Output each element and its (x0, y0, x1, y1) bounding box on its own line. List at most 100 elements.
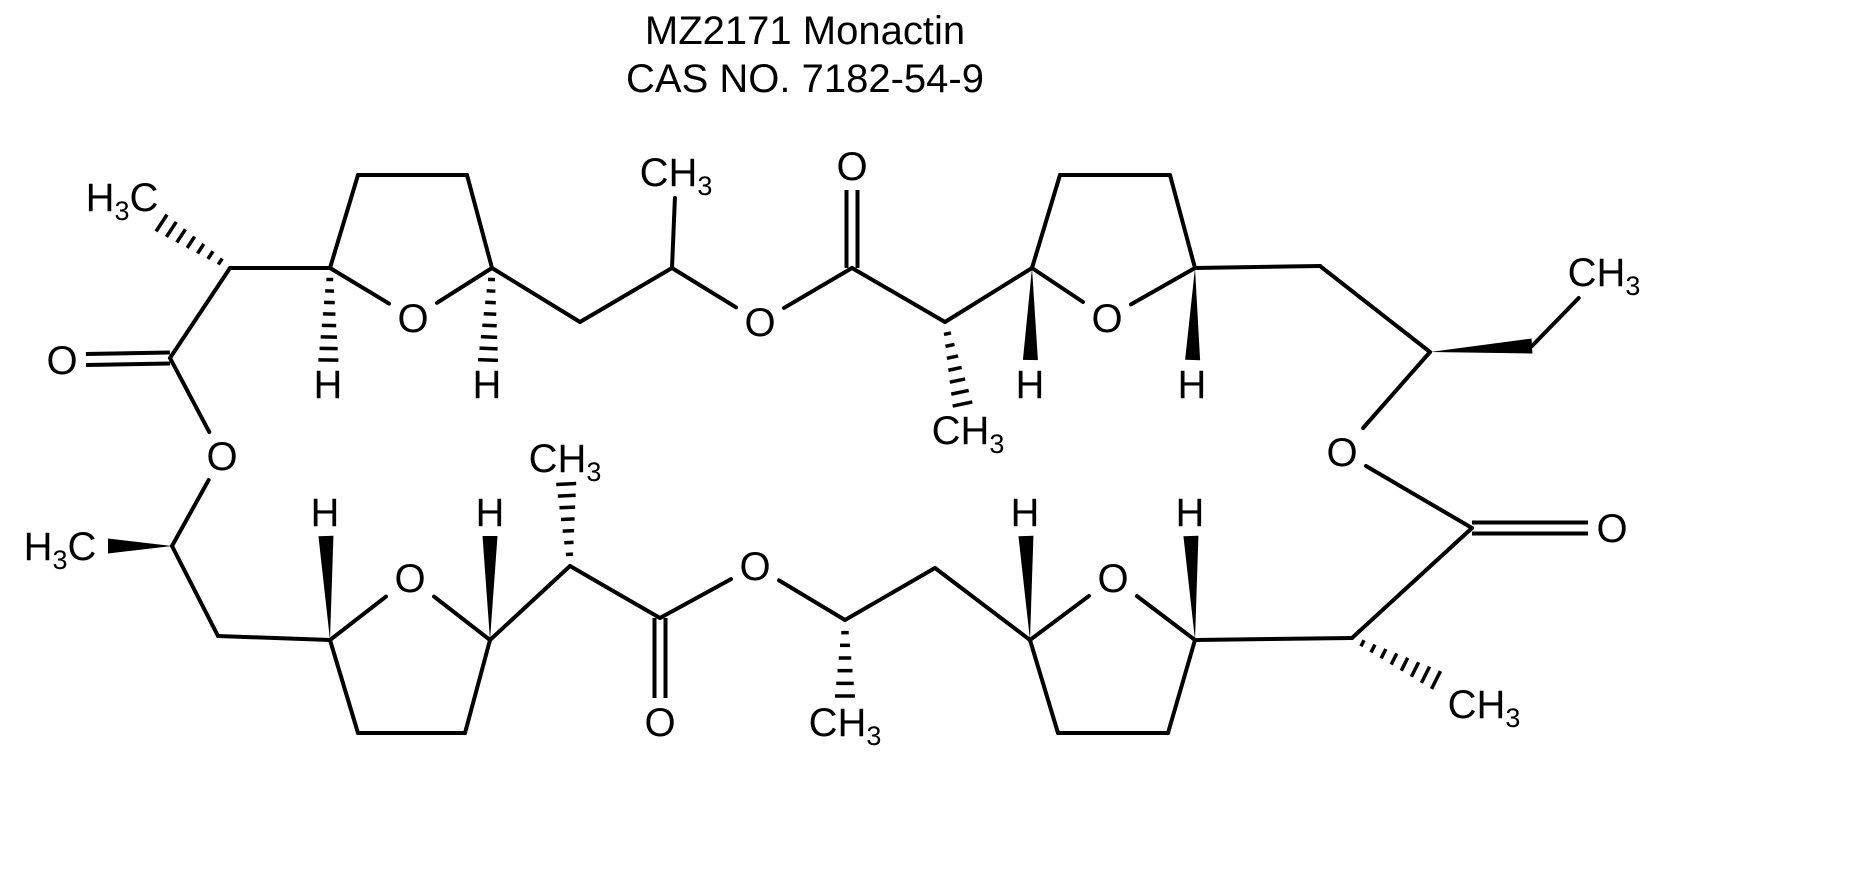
atom-label-o: O (1596, 507, 1627, 551)
hash-bond (947, 365, 962, 372)
single-bond (1193, 264, 1322, 270)
atom-label-o: O (397, 297, 428, 341)
hash-bond (196, 242, 206, 255)
single-bond (168, 356, 212, 434)
hash-bond (1409, 661, 1421, 678)
hash-bond (216, 257, 224, 266)
single-bond (490, 266, 582, 324)
atom-label-h: H (1016, 363, 1045, 407)
hash-bond (175, 228, 187, 244)
hash-bond (1369, 643, 1377, 654)
single-bond (465, 173, 494, 270)
single-bond (1030, 266, 1085, 304)
single-bond (435, 266, 494, 305)
atom-label-o: O (644, 701, 675, 745)
hash-bond (164, 221, 178, 238)
single-bond (168, 266, 232, 360)
single-bond (670, 196, 677, 270)
single-bond (1361, 350, 1432, 430)
single-bond (328, 638, 360, 735)
hash-bond (1419, 665, 1432, 684)
hash-bond (1429, 670, 1443, 690)
hash-bond (1399, 657, 1410, 672)
hash-bond (480, 334, 498, 340)
hash-bond (477, 357, 499, 363)
atom-label-o: O (46, 339, 77, 383)
double-bond (86, 361, 171, 368)
single-bond (1030, 173, 1062, 270)
hash-bond (154, 213, 169, 233)
hash-bond (945, 342, 955, 349)
hash-bond (943, 331, 952, 337)
atom-label-h3c: H3C (86, 176, 159, 226)
single-bond (568, 564, 662, 620)
atom-label-o: O (1097, 557, 1128, 601)
single-bond (1028, 638, 1060, 735)
hash-bond (1379, 648, 1388, 660)
atom-label-o: O (1326, 431, 1357, 475)
single-bond (1135, 594, 1197, 642)
atom-label-o: O (739, 545, 770, 589)
atom-label-ch3: CH3 (640, 151, 713, 201)
hash-bond (560, 517, 575, 522)
double-bond (85, 350, 170, 357)
single-bond (432, 594, 492, 642)
single-bond (658, 577, 733, 620)
single-bond (1028, 593, 1091, 642)
single-bond (843, 566, 937, 622)
hash-bond (557, 493, 576, 498)
atom-label-h: H (311, 491, 340, 535)
atom-label-ch3: CH3 (932, 409, 1005, 459)
hash-bond (1389, 652, 1399, 666)
single-bond (578, 266, 674, 324)
single-bond (1166, 638, 1197, 735)
single-bond (670, 266, 738, 310)
single-bond (777, 578, 847, 622)
single-bond (328, 266, 391, 306)
single-bond (1318, 264, 1432, 354)
atom-label-o: O (206, 435, 237, 479)
single-bond (216, 634, 332, 642)
wedge-bond (482, 536, 498, 640)
hash-bond (949, 377, 966, 384)
hash-bond (946, 354, 959, 361)
atom-label-ch3: CH3 (1568, 251, 1641, 301)
wedge-bond (318, 535, 334, 640)
atom-label-o: O (744, 301, 775, 345)
single-bond (1193, 636, 1354, 642)
atom-label-h: H (314, 363, 343, 407)
hash-bond (1359, 639, 1366, 648)
hash-bond (479, 346, 498, 351)
single-bond (328, 173, 360, 270)
atom-label-ch3: CH3 (809, 701, 882, 751)
wedge-bond (1022, 268, 1038, 361)
wedge-bond (1183, 535, 1199, 640)
compound-title: MZ2171 Monactin (645, 9, 965, 53)
single-bond (850, 266, 947, 324)
wedge-bond (1018, 535, 1034, 640)
atom-label-o: O (394, 557, 425, 601)
atom-label-h: H (1011, 491, 1040, 535)
hash-bond (483, 311, 497, 317)
atom-label-h: H (473, 363, 502, 407)
hash-bond (952, 400, 973, 408)
compound-cas-number: CAS NO. 7182-54-9 (626, 57, 984, 101)
atom-label-h: H (1176, 491, 1205, 535)
wedge-bond (1430, 338, 1533, 354)
single-bond (1350, 526, 1474, 640)
atom-label-h: H (1178, 363, 1207, 407)
atom-label-o: O (1091, 297, 1122, 341)
hash-bond (559, 505, 576, 510)
atom-label-h: H (476, 491, 505, 535)
hash-bond (562, 528, 575, 533)
atom-label-h3c: H3C (24, 525, 97, 575)
single-bond (170, 544, 220, 638)
single-bond (1530, 296, 1581, 348)
hash-bond (482, 323, 497, 328)
single-bond (782, 266, 854, 310)
single-bond (1364, 464, 1474, 530)
hash-bond (950, 388, 970, 396)
single-bond (170, 478, 211, 548)
